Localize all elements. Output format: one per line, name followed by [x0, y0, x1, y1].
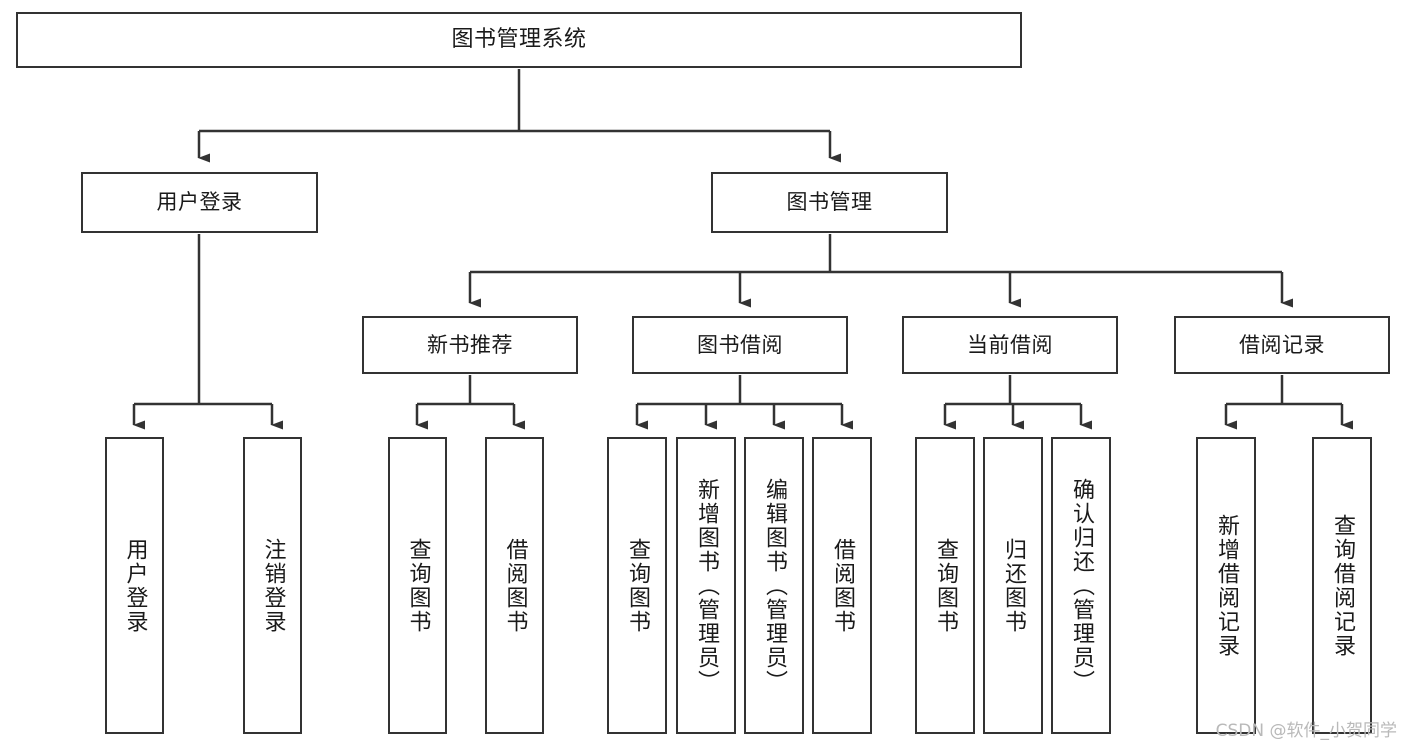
leaf-return-book[interactable]: 归还图书	[983, 437, 1043, 734]
node-label: 借阅记录	[1239, 332, 1325, 357]
node-label: 当前借阅	[967, 332, 1053, 357]
leaf-confirm-return-admin[interactable]: 确认归还（管理员）	[1051, 437, 1111, 734]
node-label: 用户登录	[122, 537, 148, 634]
node-book-management[interactable]: 图书管理	[711, 172, 948, 233]
node-label: 借阅图书	[502, 537, 528, 634]
node-label: 查询图书	[405, 537, 431, 634]
node-borrow-record[interactable]: 借阅记录	[1174, 316, 1390, 374]
node-label: 用户登录	[156, 190, 243, 215]
leaf-borrow-book-new[interactable]: 借阅图书	[485, 437, 544, 734]
watermark-text: CSDN @软件_小贺同学	[1215, 721, 1397, 741]
node-label: 图书管理	[786, 190, 873, 215]
leaf-logout[interactable]: 注销登录	[243, 437, 302, 734]
node-book-borrow[interactable]: 图书借阅	[632, 316, 848, 374]
leaf-query-book-current[interactable]: 查询图书	[915, 437, 975, 734]
node-label: 新增借阅记录	[1214, 513, 1239, 658]
node-label: 归还图书	[1001, 537, 1026, 634]
node-label: 确认归还（管理员）	[1069, 477, 1094, 694]
node-label: 新增图书（管理员）	[694, 477, 719, 694]
leaf-add-borrow-record[interactable]: 新增借阅记录	[1196, 437, 1256, 734]
leaf-edit-book-admin[interactable]: 编辑图书（管理员）	[744, 437, 804, 734]
node-label: 编辑图书（管理员）	[762, 477, 787, 694]
node-label: 图书借阅	[697, 332, 783, 357]
node-label: 查询图书	[625, 537, 650, 634]
node-label: 注销登录	[260, 537, 286, 634]
leaf-query-book-borrow[interactable]: 查询图书	[607, 437, 667, 734]
node-current-borrow[interactable]: 当前借阅	[902, 316, 1118, 374]
node-label: 新书推荐	[427, 332, 513, 357]
node-label: 查询借阅记录	[1330, 513, 1355, 658]
leaf-borrow-book[interactable]: 借阅图书	[812, 437, 872, 734]
node-label: 借阅图书	[830, 537, 855, 634]
node-root-system[interactable]: 图书管理系统	[16, 12, 1022, 68]
node-label: 查询图书	[933, 537, 958, 634]
leaf-add-book-admin[interactable]: 新增图书（管理员）	[676, 437, 736, 734]
node-user-login[interactable]: 用户登录	[81, 172, 318, 233]
leaf-query-book-new[interactable]: 查询图书	[388, 437, 447, 734]
leaf-user-login[interactable]: 用户登录	[105, 437, 164, 734]
leaf-query-borrow-record[interactable]: 查询借阅记录	[1312, 437, 1372, 734]
node-new-book-recommend[interactable]: 新书推荐	[362, 316, 578, 374]
node-label: 图书管理系统	[451, 27, 587, 53]
